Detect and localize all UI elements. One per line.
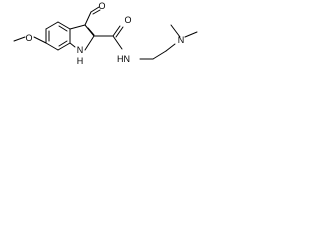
indole-nitrogen-label: N	[77, 45, 84, 55]
aldehyde-group	[84, 6, 101, 26]
ether-oxygen-label: O	[25, 33, 32, 43]
propyl-chain	[139, 43, 176, 60]
amide-group	[93, 25, 124, 50]
dimethylamine-nitrogen-label: N	[178, 35, 185, 45]
methoxy-group	[13, 36, 47, 44]
amide-nitrogen-label: HN	[117, 54, 130, 64]
indole-hydrogen-label: H	[77, 56, 84, 66]
dimethylamino-group	[170, 24, 198, 38]
pyrrole-ring	[69, 24, 95, 51]
amide-oxygen-label: O	[124, 15, 131, 25]
aldehyde-oxygen-label: O	[98, 1, 105, 11]
benzene-ring	[45, 21, 71, 51]
chemical-structure: O O O N H HN N	[13, 1, 198, 66]
